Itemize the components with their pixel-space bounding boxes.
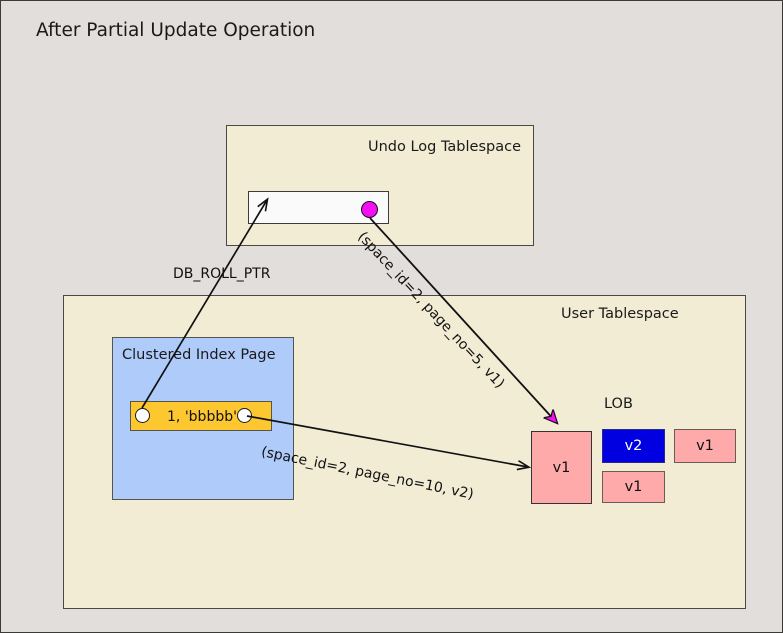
lob-label: LOB bbox=[604, 396, 633, 412]
lob-v1-bottom: v1 bbox=[602, 471, 665, 503]
undo-lob-pointer-dot bbox=[361, 201, 378, 218]
page-title: After Partial Update Operation bbox=[36, 20, 316, 41]
undo-log-tablespace-label: Undo Log Tablespace bbox=[367, 139, 521, 155]
db-roll-ptr-label: DB_ROLL_PTR bbox=[173, 266, 271, 282]
undo-log-tablespace: Undo Log Tablespace bbox=[226, 125, 534, 246]
lob-v1-large: v1 bbox=[531, 431, 592, 504]
record-roll-ptr-dot bbox=[135, 408, 150, 423]
user-tablespace-label: User Tablespace bbox=[561, 306, 679, 322]
clustered-index-page-label: Clustered Index Page bbox=[122, 347, 276, 363]
record-lob-ptr-dot bbox=[237, 408, 252, 423]
lob-v2: v2 bbox=[602, 429, 665, 463]
lob-v1-right: v1 bbox=[674, 429, 736, 463]
clustered-index-record-text: 1, 'bbbbb' bbox=[167, 409, 237, 425]
